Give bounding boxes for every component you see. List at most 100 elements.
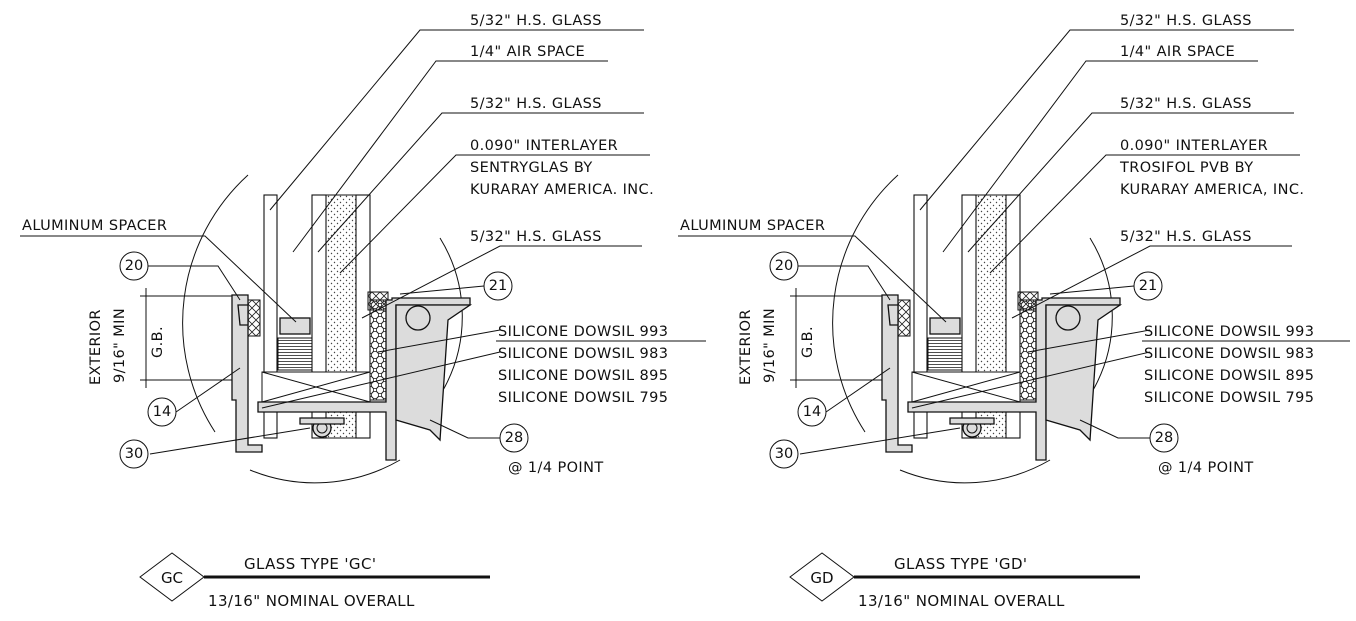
leader-spacer <box>678 235 947 323</box>
secondary-seal <box>927 337 963 371</box>
pressure-plate <box>237 304 249 326</box>
leader-28 <box>429 419 500 439</box>
leader-glass-inner <box>1011 245 1292 319</box>
label-interlayer-material: TROSIFOL PVB BY <box>1119 160 1254 176</box>
bite-min-text: 9/16" MIN <box>762 308 778 383</box>
aluminum-spacer <box>279 317 311 335</box>
label-manufacturer: KURARAY AMERICA, INC. <box>1120 182 1304 198</box>
exterior-text: EXTERIOR <box>88 309 104 385</box>
tag-20: 20 <box>769 251 799 281</box>
leader-silicone-b <box>911 351 1151 409</box>
cover-cap-14 <box>881 294 913 453</box>
leader-air-space <box>292 60 608 253</box>
label-silicone-1: SILICONE DOWSIL 993 <box>498 324 668 340</box>
svg-text:30: 30 <box>125 446 143 462</box>
leader-20 <box>798 265 891 301</box>
break-line-right <box>1089 237 1113 393</box>
leader-interlayer <box>339 154 650 274</box>
leader-30 <box>149 427 311 455</box>
mullion-bulb <box>1055 305 1081 331</box>
detail-gc: 9/16" MIN G.B. EXTERIOR 5/32" H.S. GLASS… <box>20 13 706 610</box>
leader-glass-outer <box>269 29 644 211</box>
structural-silicone <box>1019 299 1039 401</box>
mullion-bulb <box>405 305 431 331</box>
label-interlayer: 0.090" INTERLAYER <box>470 138 618 154</box>
leader-silicone-b <box>261 351 501 409</box>
label-interlayer-material: SENTRYGLAS BY <box>470 160 593 176</box>
bite-min-text: 9/16" MIN <box>112 308 128 383</box>
cover-cap-14 <box>231 294 263 453</box>
label-glass-mid: 5/32" H.S. GLASS <box>470 96 602 112</box>
detail-gd: 9/16" MIN G.B. EXTERIOR 5/32" H.S. GLASS… <box>678 13 1350 610</box>
label-air-space: 1/4" AIR SPACE <box>470 44 585 60</box>
bite-gb-text: G.B. <box>800 326 816 358</box>
label-glass-mid: 5/32" H.S. GLASS <box>1120 96 1252 112</box>
svg-text:21: 21 <box>1139 278 1157 294</box>
svg-text:28: 28 <box>1155 430 1173 446</box>
leader-20 <box>148 265 241 301</box>
label-silicone-4: SILICONE DOWSIL 795 <box>498 390 668 406</box>
label-silicone-1: SILICONE DOWSIL 993 <box>1144 324 1314 340</box>
label-spacer: ALUMINUM SPACER <box>22 218 167 234</box>
mullion-flange <box>395 304 473 442</box>
bite-gb-text: G.B. <box>150 326 166 358</box>
leader-21 <box>399 285 485 295</box>
tag-20: 20 <box>119 251 149 281</box>
setting-block-cross <box>261 371 371 403</box>
leader-glass-inner <box>361 245 642 319</box>
label-quarter-point: @ 1/4 POINT <box>1158 460 1254 476</box>
glass-type-nominal: 13/16" NOMINAL OVERALL <box>208 592 415 610</box>
label-glass-inner: 5/32" H.S. GLASS <box>1120 229 1252 245</box>
glass-type-code: GC <box>161 569 183 587</box>
glass-type-nominal: 13/16" NOMINAL OVERALL <box>858 592 1065 610</box>
label-glass-outer: 5/32" H.S. GLASS <box>470 13 602 29</box>
tag-14: 14 <box>147 397 177 427</box>
label-interlayer: 0.090" INTERLAYER <box>1120 138 1268 154</box>
label-air-space: 1/4" AIR SPACE <box>1120 44 1235 60</box>
label-silicone-3: SILICONE DOWSIL 895 <box>498 368 668 384</box>
label-silicone-3: SILICONE DOWSIL 895 <box>1144 368 1314 384</box>
exterior-text: EXTERIOR <box>738 309 754 385</box>
tag-21: 21 <box>1133 271 1163 301</box>
setting-block-cross <box>911 371 1021 403</box>
pressure-plate <box>887 304 899 326</box>
svg-text:30: 30 <box>775 446 793 462</box>
leader-14 <box>175 367 241 413</box>
label-silicone-4: SILICONE DOWSIL 795 <box>1144 390 1314 406</box>
secondary-seal <box>277 337 313 371</box>
leader-glass-mid <box>967 112 1294 253</box>
tag-30: 30 <box>119 439 149 469</box>
label-silicone-2: SILICONE DOWSIL 983 <box>498 346 668 362</box>
tag-28: 28 <box>1149 423 1179 453</box>
leader-silicone-a <box>1027 329 1151 353</box>
label-glass-outer: 5/32" H.S. GLASS <box>1120 13 1252 29</box>
label-spacer: ALUMINUM SPACER <box>680 218 825 234</box>
break-line-right <box>439 237 463 393</box>
tag-30: 30 <box>769 439 799 469</box>
screw-boss <box>949 417 995 425</box>
break-line-bottom <box>249 459 401 484</box>
tag-14: 14 <box>797 397 827 427</box>
label-glass-inner: 5/32" H.S. GLASS <box>470 229 602 245</box>
leader-28 <box>1079 419 1150 439</box>
svg-text:14: 14 <box>153 404 171 420</box>
svg-text:21: 21 <box>489 278 507 294</box>
structural-silicone <box>369 299 389 401</box>
leader-30 <box>799 427 961 455</box>
svg-text:14: 14 <box>803 404 821 420</box>
glass-type-title: GLASS TYPE 'GD' <box>894 555 1027 573</box>
label-silicone-2: SILICONE DOWSIL 983 <box>1144 346 1314 362</box>
leader-glass-outer <box>919 29 1294 211</box>
tag-21: 21 <box>483 271 513 301</box>
leader-silicone-a <box>377 329 501 353</box>
screw-boss <box>299 417 345 425</box>
glass-type-title: GLASS TYPE 'GC' <box>244 555 376 573</box>
leader-14 <box>825 367 891 413</box>
label-manufacturer: KURARAY AMERICA. INC. <box>470 182 654 198</box>
leader-glass-mid <box>317 112 644 253</box>
gasket-21 <box>367 291 389 311</box>
leader-interlayer <box>989 154 1300 274</box>
svg-text:20: 20 <box>125 258 143 274</box>
